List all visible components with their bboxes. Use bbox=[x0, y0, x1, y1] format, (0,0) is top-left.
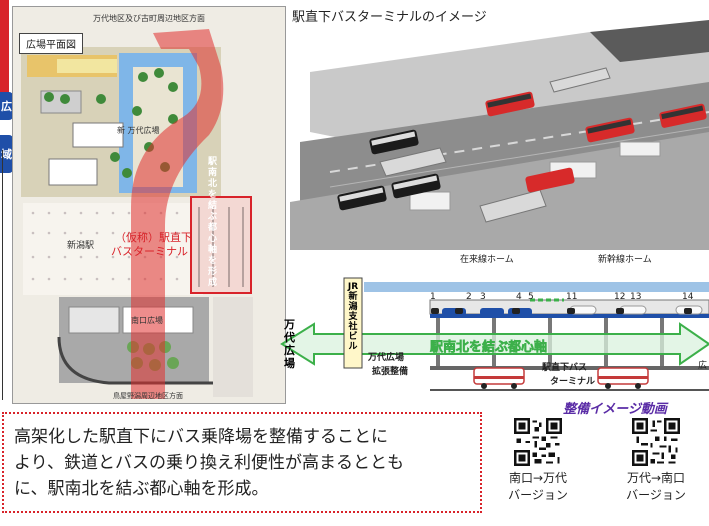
plaza-building bbox=[48, 158, 98, 186]
label-south-plaza: 南口広場 bbox=[131, 316, 163, 325]
left-border-line bbox=[2, 150, 3, 400]
central-axis-label: 駅南北を結ぶ都心軸 bbox=[430, 340, 548, 356]
caption-line-3: に、駅南北を結ぶ都心軸を形成。 bbox=[14, 479, 269, 499]
right-edge-label: 広 bbox=[698, 361, 708, 371]
qr2-label-line1: 万代→南口 bbox=[626, 471, 686, 485]
qr2-label: 万代→南口 バージョン bbox=[616, 470, 696, 504]
cross-section-diagram: 在来線ホーム 新幹線ホーム 1 2 3 4 5 11 12 13 14 JR新潟… bbox=[280, 248, 709, 400]
terminal-image-title: 駅直下バスターミナルのイメージ bbox=[292, 10, 487, 25]
axis-vertical-text: 駅南北を結ぶ都心軸を形成 bbox=[208, 157, 218, 288]
video-title: 整備イメージ動画 bbox=[563, 402, 667, 417]
track-5: 5 bbox=[528, 292, 534, 302]
jr-building-label: JR新潟支社ビル bbox=[347, 282, 359, 352]
label-new-bandai: 新 万代広場 bbox=[117, 126, 160, 135]
track-14: 14 bbox=[682, 292, 694, 302]
qr1-label-line1: 南口→万代 bbox=[508, 471, 568, 485]
caption-line-2: より、鉄道とバスの乗り換え利便性が高まるととも bbox=[14, 453, 404, 473]
cross-section-drawing bbox=[280, 277, 709, 391]
plaza-light-area bbox=[57, 59, 117, 73]
plaza-expansion-line1: 万代広場 bbox=[368, 353, 405, 363]
label-terminal-line2: バスターミナル bbox=[111, 245, 188, 258]
left-red-tab bbox=[0, 0, 9, 92]
bus-terminal-line1: 駅直下バス bbox=[542, 363, 588, 373]
terminal-3d-drawing bbox=[290, 12, 709, 250]
terminal-outline bbox=[190, 196, 252, 294]
qr-code-south-to-bandai[interactable] bbox=[514, 418, 562, 466]
track-13: 13 bbox=[630, 292, 642, 302]
qr1-label: 南口→万代 バージョン bbox=[498, 470, 578, 504]
shinkansen-platform-label: 新幹線ホーム bbox=[598, 255, 652, 265]
left-tab-2[interactable]: 域 bbox=[0, 135, 13, 173]
plaza-expansion-line2: 拡張整備 bbox=[372, 367, 409, 377]
terminal-3d-image bbox=[290, 12, 709, 250]
track-1: 1 bbox=[430, 292, 436, 302]
plan-drawing bbox=[13, 7, 285, 403]
track-12: 12 bbox=[614, 292, 626, 302]
track-3: 3 bbox=[480, 292, 486, 302]
conventional-platform-label: 在来線ホーム bbox=[460, 255, 514, 265]
plan-title: 広場平面図 bbox=[19, 33, 83, 54]
qr1-label-line2: バージョン bbox=[508, 488, 568, 502]
axis-arrow-shape bbox=[131, 29, 224, 399]
track-11: 11 bbox=[566, 292, 578, 302]
new-bandai-building bbox=[72, 122, 124, 148]
label-niigata-station: 新潟駅 bbox=[67, 241, 95, 251]
qr-code-bandai-to-south[interactable] bbox=[632, 418, 680, 466]
track-4: 4 bbox=[516, 292, 522, 302]
plaza-plan-map: 万代地区及び古町周辺地区方面 広場平面図 新 万代広場 新潟駅 （仮称）駅直下 … bbox=[12, 6, 286, 404]
label-terminal-line1: （仮称）駅直下 bbox=[115, 231, 192, 244]
caption-box: 高架化した駅直下にバス乗降場を整備することに より、鉄道とバスの乗り換え利便性が… bbox=[2, 412, 482, 513]
caption-line-1: 高架化した駅直下にバス乗降場を整備することに bbox=[14, 427, 388, 447]
plan-top-caption: 万代地区及び古町周辺地区方面 bbox=[93, 14, 205, 23]
track-2: 2 bbox=[466, 292, 472, 302]
label-bottom-direction: 鳥屋野潟周辺地区方面 bbox=[113, 392, 183, 400]
bandai-plaza-label: 万代広場 bbox=[284, 318, 295, 370]
tree-cluster bbox=[44, 68, 178, 178]
bus-terminal-line2: ターミナル bbox=[550, 377, 596, 387]
buses bbox=[337, 91, 707, 211]
central-axis-arrow bbox=[280, 322, 709, 366]
qr2-label-line2: バージョン bbox=[626, 488, 686, 502]
left-tab-1[interactable]: 広 bbox=[0, 92, 13, 120]
